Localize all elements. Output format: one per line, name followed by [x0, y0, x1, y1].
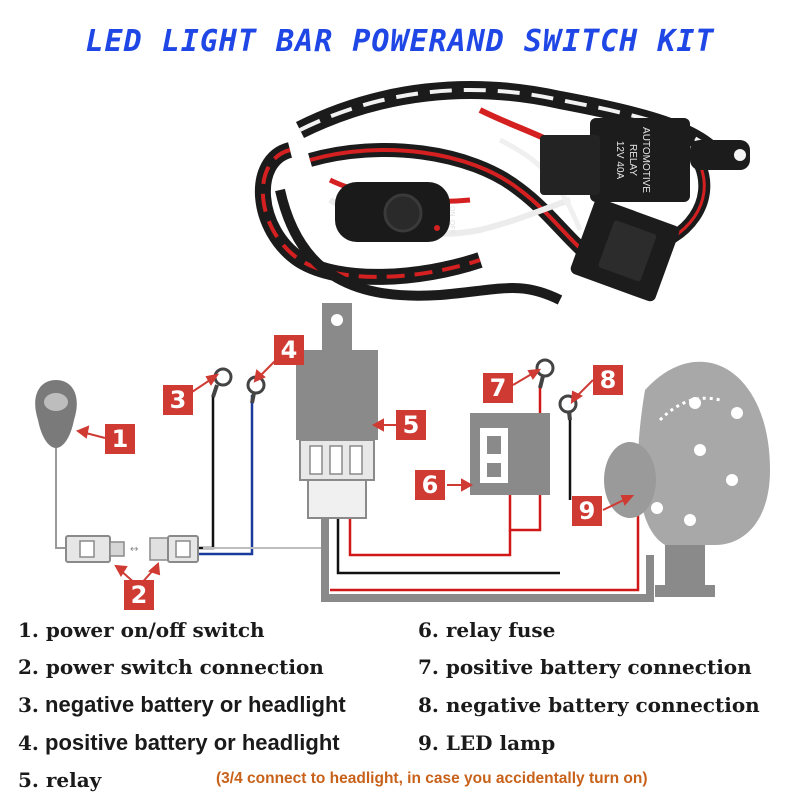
legend-text: negative battery or headlight [45, 692, 346, 717]
legend-number: 8. [418, 693, 439, 717]
legend-item-5: 5. relay [18, 768, 101, 792]
legend-text: LED lamp [445, 731, 556, 755]
legend-number: 1. [18, 618, 39, 642]
legend-item-1: 1. power on/off switch [18, 618, 265, 642]
legend-item-8: 8. negative battery connection [418, 693, 760, 717]
switch-icon [35, 380, 77, 448]
legend-number: 5. [18, 768, 39, 792]
callout-6: 6 [415, 470, 445, 500]
legend-item-7: 7. positive battery connection [418, 655, 752, 679]
legend-text: power switch connection [45, 655, 324, 679]
legend-text: negative battery connection [445, 693, 760, 717]
callout-4: 4 [274, 335, 304, 365]
harness-photo: AUTOMOTIVE RELAY 12V 40A ON OFF [254, 81, 750, 305]
switch-on-label: ON [448, 206, 455, 217]
relay-label-line1: AUTOMOTIVE [640, 127, 651, 193]
relay-icon [296, 303, 378, 519]
callout-5: 5 [396, 410, 426, 440]
callout-1: 1 [105, 424, 135, 454]
led-lamp-icon [604, 354, 770, 597]
legend-item-9: 9. LED lamp [418, 731, 555, 755]
legend-number: 4. [18, 731, 39, 755]
relay-label-line2: RELAY [627, 144, 638, 176]
ring-terminal-icon [211, 358, 578, 421]
legend-item-4: 4. positive battery or headlight [18, 730, 340, 756]
switch-off-label: OFF [448, 220, 455, 234]
legend-item-6: 6. relay fuse [418, 618, 555, 642]
headlight-note: (3/4 connect to headlight, in case you a… [216, 770, 648, 787]
legend-number: 7. [418, 655, 439, 679]
legend-number: 3. [18, 693, 39, 717]
legend-number: 6. [418, 618, 439, 642]
legend-text: positive battery connection [445, 655, 752, 679]
legend-text: relay [45, 768, 102, 792]
svg-text:↔: ↔ [130, 544, 138, 555]
callout-8: 8 [593, 365, 623, 395]
callout-7: 7 [483, 373, 513, 403]
callout-2: 2 [124, 580, 154, 610]
switch-connector-icon: ↔ [65, 535, 199, 563]
fuse-holder-icon [470, 413, 550, 495]
legend-item-2: 2. power switch connection [18, 655, 324, 679]
page-title: LED LIGHT BAR POWERAND SWITCH KIT [85, 24, 715, 59]
legend-text: positive battery or headlight [45, 730, 340, 755]
callout-arrows [75, 359, 635, 586]
legend-text: power on/off switch [45, 618, 265, 642]
legend-item-3: 3. negative battery or headlight [18, 692, 346, 718]
legend-text: relay fuse [445, 618, 556, 642]
callout-3: 3 [163, 385, 193, 415]
callout-9: 9 [572, 496, 602, 526]
relay-label-line3: 12V 40A [614, 141, 625, 180]
legend-number: 2. [18, 655, 39, 679]
legend-number: 9. [418, 731, 439, 755]
